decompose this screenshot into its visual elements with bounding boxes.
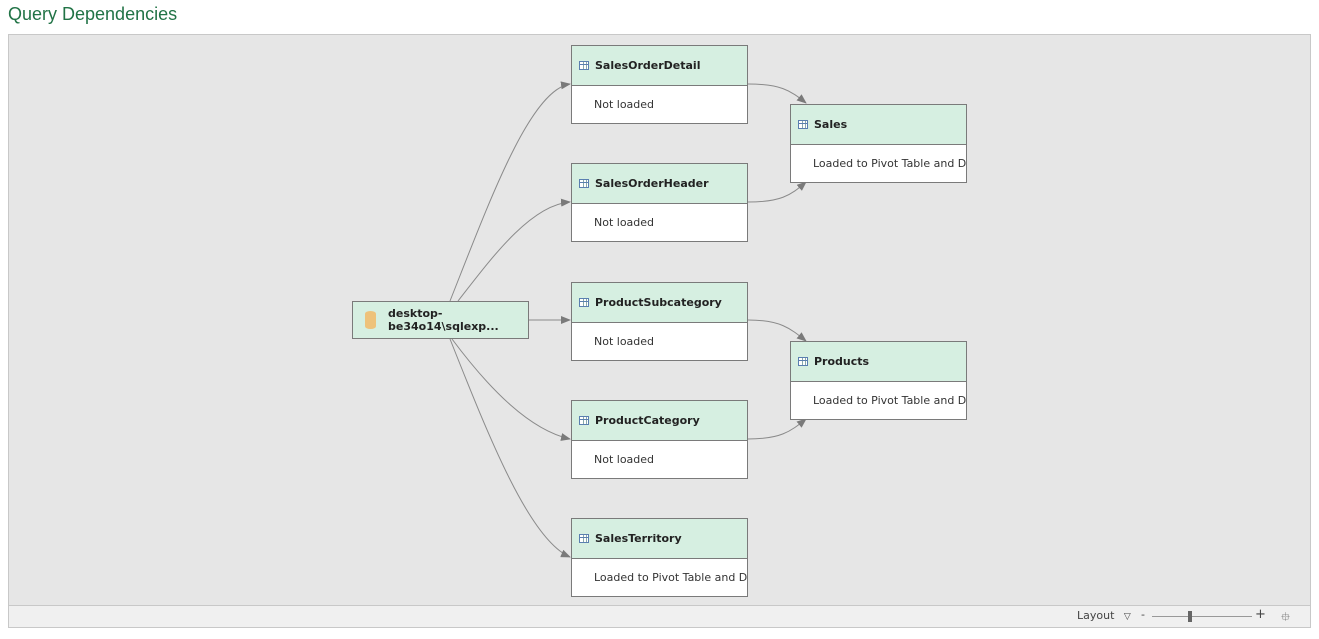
zoom-slider-thumb[interactable]	[1188, 611, 1192, 622]
table-icon	[798, 357, 808, 366]
edge	[747, 418, 807, 440]
edge	[449, 81, 571, 302]
zoom-out-button[interactable]: -	[1141, 608, 1145, 621]
edge	[747, 181, 807, 203]
layout-label: Layout	[1077, 609, 1115, 622]
fit-to-screen-icon[interactable]: ⯐	[1281, 610, 1291, 624]
query-status: Loaded to Pivot Table and Data...	[813, 157, 966, 170]
edge	[747, 83, 807, 104]
layout-button[interactable]: Layout ▽	[1077, 609, 1131, 622]
database-icon	[365, 311, 377, 329]
table-icon	[579, 298, 589, 307]
query-name: SalesOrderDetail	[595, 59, 701, 72]
zoom-in-button[interactable]: +	[1255, 607, 1266, 622]
query-name: Products	[814, 355, 870, 368]
edge	[451, 338, 571, 441]
page-title: Query Dependencies	[8, 4, 178, 24]
table-icon	[798, 120, 808, 129]
query-name: Sales	[814, 118, 848, 131]
edge	[449, 338, 571, 558]
query-name: SalesTerritory	[595, 532, 682, 545]
chevron-down-icon: ▽	[1123, 612, 1131, 622]
query-name: ProductSubcategory	[595, 296, 722, 309]
table-icon	[579, 61, 589, 70]
query-status: Not loaded	[594, 335, 655, 348]
source-node[interactable]: desktop-be34o14\sqlexp...	[352, 301, 529, 339]
table-icon	[579, 179, 589, 188]
query-name: ProductCategory	[595, 414, 700, 427]
source-label: desktop-be34o14\sqlexp...	[388, 307, 499, 333]
query-status: Not loaded	[594, 453, 655, 466]
table-icon	[579, 416, 589, 425]
edge	[457, 198, 571, 302]
query-name: SalesOrderHeader	[595, 177, 709, 190]
zoom-slider[interactable]	[1152, 611, 1252, 622]
query-status: Loaded to Pivot Table and Data...	[594, 571, 747, 584]
edge	[747, 319, 807, 342]
query-status: Not loaded	[594, 98, 655, 111]
table-icon	[579, 534, 589, 543]
query-status: Not loaded	[594, 216, 655, 229]
query-status: Loaded to Pivot Table and Data...	[813, 394, 966, 407]
status-bar: Layout ▽ - + ⯐	[8, 606, 1311, 628]
